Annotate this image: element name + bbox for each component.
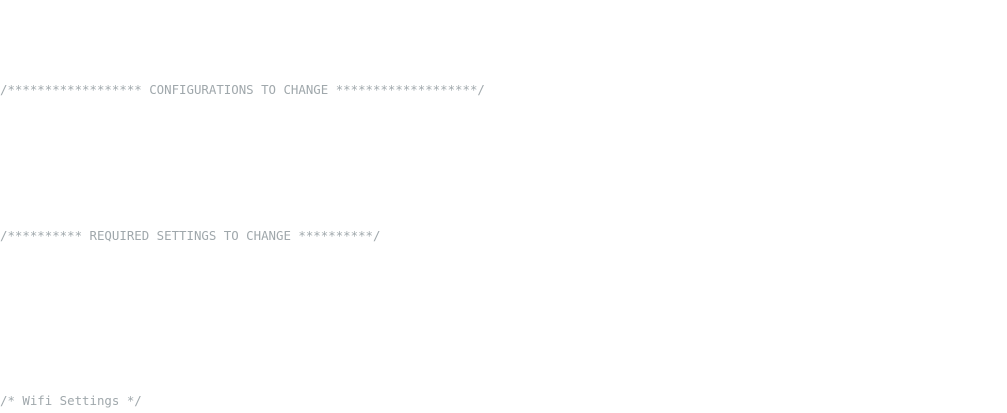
code-line-blank [0,155,1007,171]
code-line: /* Wifi Settings */ [0,393,1007,409]
code-line-blank [0,301,1007,317]
code-content[interactable]: /****************** CONFIGURATIONS TO CH… [0,6,1007,413]
code-line: /****************** CONFIGURATIONS TO CH… [0,82,1007,98]
banner-comment-configurations: /****************** CONFIGURATIONS TO CH… [0,82,485,97]
section-comment-wifi: /* Wifi Settings */ [0,393,142,408]
banner-comment-required-settings: /********** REQUIRED SETTINGS TO CHANGE … [0,228,381,243]
code-line: /********** REQUIRED SETTINGS TO CHANGE … [0,228,1007,244]
